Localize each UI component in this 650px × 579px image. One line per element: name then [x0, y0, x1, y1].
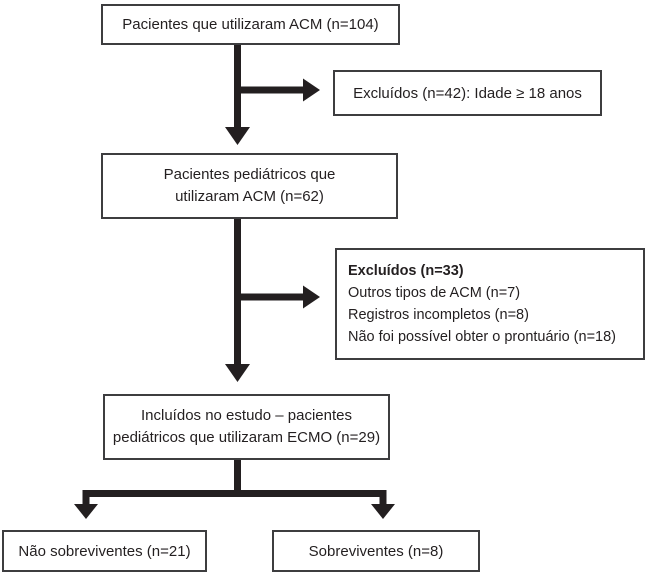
arrow-to-excluded-other	[237, 285, 320, 309]
node-excluded-other-title: Excluídos (n=33)	[348, 263, 464, 279]
node-survivors-label: Sobreviventes (n=8)	[308, 542, 444, 560]
node-excluded-other: Excluídos (n=33) Outros tipos de ACM (n=…	[335, 248, 645, 360]
node-patients-acm: Pacientes que utilizaram ACM (n=104)	[101, 4, 400, 45]
node-included-ecmo: Incluídos no estudo – pacientes pediátri…	[103, 394, 390, 460]
node-pediatric-acm: Pacientes pediátricos que utilizaram ACM…	[101, 153, 398, 219]
arrow-split-to-outcomes	[74, 459, 395, 519]
node-excluded-other-item: Não foi possível obter o prontuário (n=1…	[348, 329, 617, 345]
node-patients-acm-label: Pacientes que utilizaram ACM (n=104)	[122, 16, 379, 33]
node-excluded-other-item: Registros incompletos (n=8)	[348, 307, 529, 323]
arrow-to-excluded-age	[237, 78, 320, 102]
node-excluded-age-label: Excluídos (n=42): Idade ≥ 18 anos	[353, 84, 582, 102]
node-pediatric-acm-label: Pacientes pediátricos que utilizaram ACM…	[163, 166, 336, 205]
arrow-pediatric-to-included	[225, 219, 250, 382]
node-non-survivors: Não sobreviventes (n=21)	[2, 530, 207, 572]
arrow-top-to-pediatric	[225, 44, 250, 145]
node-excluded-age: Excluídos (n=42): Idade ≥ 18 anos	[333, 70, 602, 116]
node-excluded-other-item: Outros tipos de ACM (n=7)	[348, 285, 521, 301]
node-non-survivors-label: Não sobreviventes (n=21)	[18, 542, 191, 560]
node-survivors: Sobreviventes (n=8)	[272, 530, 480, 572]
node-included-ecmo-label: Incluídos no estudo – pacientes pediátri…	[112, 407, 381, 446]
